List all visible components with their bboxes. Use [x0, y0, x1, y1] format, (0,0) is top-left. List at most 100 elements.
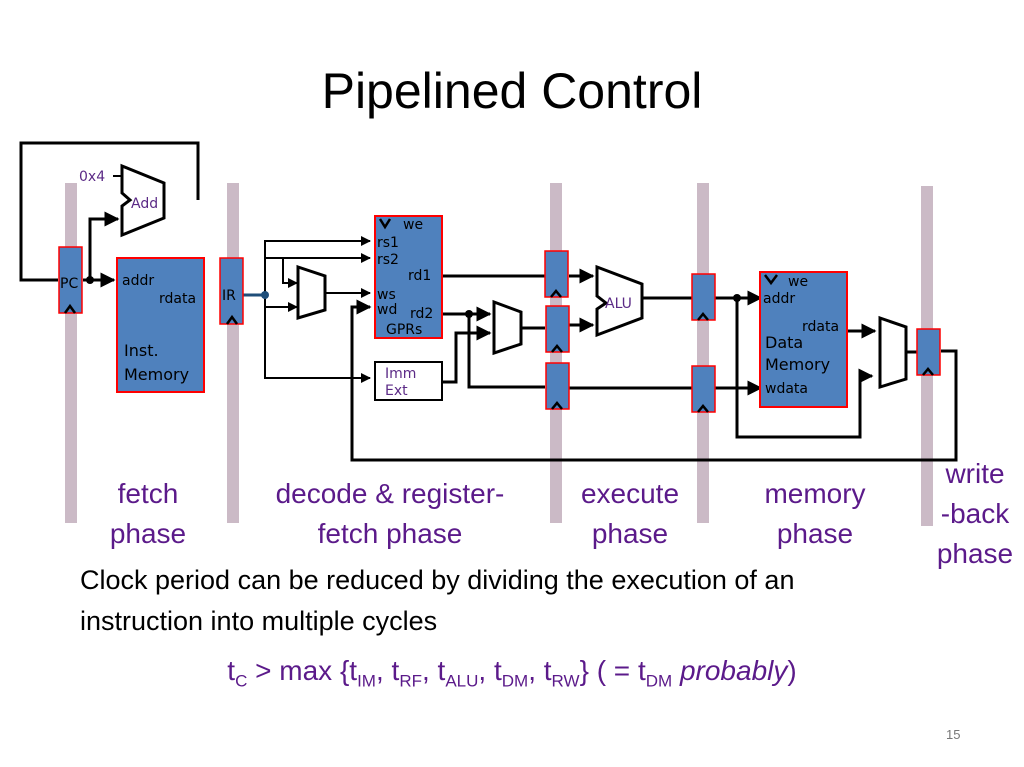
clock-icon — [551, 344, 563, 353]
gpr-name-label: GPRs — [386, 322, 422, 338]
gpr-rs2-label: rs2 — [377, 252, 399, 268]
clock-icon — [551, 401, 563, 410]
instruction-memory — [116, 257, 205, 393]
phase-label-memory: memory phase — [740, 474, 890, 554]
dmem-addr-label: addr — [763, 291, 795, 307]
junction-dot — [86, 276, 94, 284]
clock-icon — [225, 314, 239, 325]
gpr-rd1-label: rd1 — [408, 268, 431, 284]
gpr-register-file — [374, 215, 443, 339]
formula-part: t — [391, 655, 400, 686]
ir-register — [219, 257, 244, 325]
phase-line: fetch — [117, 478, 179, 509]
ws-mux — [296, 264, 327, 321]
inst-mem-name-line1: Inst. — [124, 341, 159, 360]
clock-icon — [922, 367, 934, 376]
imm-ext-line1: Imm — [385, 366, 416, 382]
formula-part: } ( = — [579, 655, 638, 686]
gpr-rd2-label: rd2 — [410, 306, 433, 322]
gpr-ws-label: ws — [377, 287, 396, 303]
phase-label-execute: execute phase — [560, 474, 700, 554]
memory-register-a — [691, 273, 716, 321]
phase-line: phase — [591, 518, 669, 549]
const-4-label: 0x4 — [79, 169, 105, 185]
stage-bar-fetch — [65, 183, 77, 523]
dmem-name-line2: Memory — [765, 355, 830, 374]
formula-part: t — [637, 655, 646, 686]
pc-label: PC — [60, 276, 78, 292]
execute-register-a — [544, 250, 569, 298]
phase-label-decode: decode & register- fetch phase — [245, 474, 535, 554]
formula-sub: C — [235, 671, 248, 691]
inst-mem-addr-label: addr — [122, 273, 154, 289]
adder-label: Add — [131, 196, 158, 212]
writeback-register — [916, 328, 941, 376]
alu-label: ALU — [605, 296, 632, 312]
imm-ext-line2: Ext — [385, 383, 408, 399]
junction-dot — [261, 291, 269, 299]
formula-part: ) — [787, 655, 797, 686]
gpr-rs1-label: rs1 — [377, 235, 399, 251]
formula-sub: IM — [357, 671, 376, 691]
ir-label: IR — [222, 288, 236, 304]
dmem-we-label: we — [788, 274, 808, 290]
stage-bar-memory — [697, 183, 709, 523]
dmem-name-line1: Data — [765, 333, 803, 352]
clock-period-formula: tC > max {tIM, tRF, tALU, tDM, tRW} ( = … — [0, 655, 1024, 692]
body-text: Clock period can be reduced by dividing … — [80, 565, 795, 636]
formula-italic: probably — [672, 655, 788, 686]
formula-part: , — [478, 655, 494, 686]
dmem-rdata-label: rdata — [802, 319, 839, 335]
phase-line: execute — [580, 478, 680, 509]
gpr-wd-label: wd — [377, 302, 397, 318]
phase-line: decode & register- — [275, 478, 505, 509]
we-arrow-icon — [764, 274, 778, 286]
formula-sub: ALU — [445, 671, 479, 691]
formula-part: , — [421, 655, 438, 686]
formula-part: , — [528, 655, 544, 686]
stage-bar-decode — [227, 183, 239, 523]
phase-label-fetch: fetch phase — [88, 474, 208, 554]
formula-part: t — [493, 655, 502, 686]
data-memory — [759, 271, 848, 408]
execute-register-c — [545, 362, 570, 410]
phase-line: write — [945, 458, 1005, 489]
junction-dot — [465, 310, 473, 318]
phase-line: phase — [936, 538, 1014, 569]
formula-part: > max { — [247, 655, 350, 686]
phase-line: phase — [776, 518, 854, 549]
page-number: 15 — [946, 727, 961, 742]
adder-shape — [120, 163, 166, 238]
writeback-mux — [878, 315, 908, 390]
memory-register-b — [691, 365, 716, 413]
execute-register-b — [545, 305, 570, 353]
alu-shape — [595, 264, 644, 338]
phase-line: phase — [109, 518, 187, 549]
clock-icon — [550, 289, 562, 298]
formula-part: t — [227, 655, 236, 686]
dmem-wdata-label: wdata — [765, 381, 808, 397]
clock-icon — [63, 303, 77, 314]
formula-part: t — [349, 655, 358, 686]
clock-icon — [697, 404, 709, 413]
inst-mem-name-line2: Memory — [124, 365, 189, 384]
formula-part: , — [375, 655, 392, 686]
formula-part: t — [543, 655, 552, 686]
phase-label-writeback: write -back phase — [925, 454, 1024, 574]
formula-sub: RW — [551, 671, 580, 691]
gpr-we-label: we — [403, 217, 423, 233]
pc-register — [58, 246, 83, 314]
junction-dot — [733, 294, 741, 302]
operand-b-mux — [492, 299, 523, 356]
formula-sub: RF — [399, 671, 422, 691]
we-arrow-icon — [378, 218, 392, 230]
formula-sub: DM — [501, 671, 529, 691]
phase-line: memory — [764, 478, 866, 509]
stage-bar-execute — [550, 183, 562, 523]
clock-icon — [697, 312, 709, 321]
inst-mem-rdata-label: rdata — [159, 291, 196, 307]
phase-line: fetch phase — [317, 518, 463, 549]
slide-title: Pipelined Control — [321, 63, 703, 119]
imm-ext-box — [374, 361, 443, 401]
